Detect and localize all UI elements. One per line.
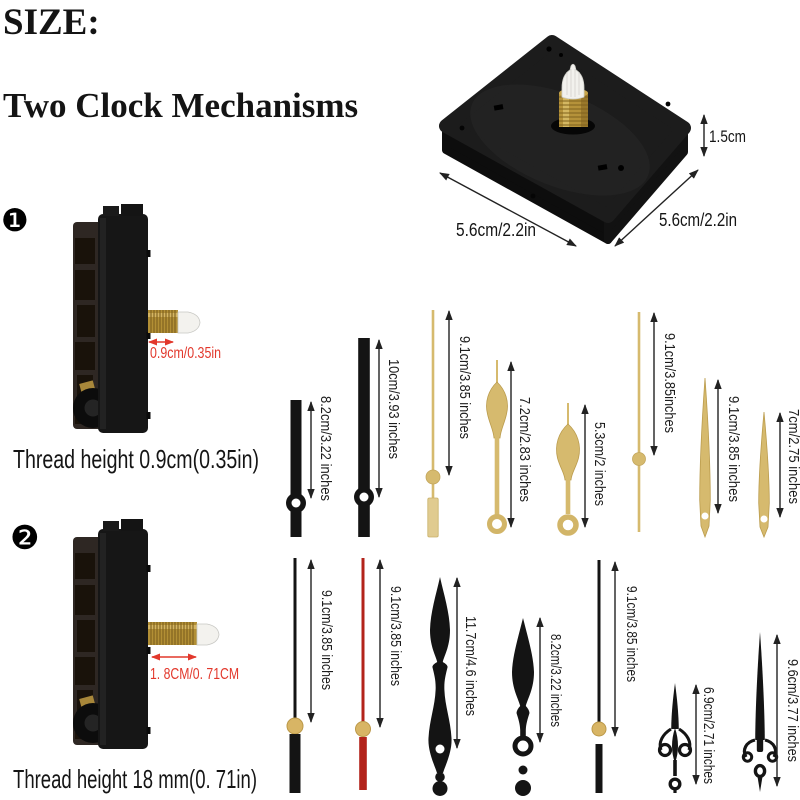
thread-dim-label-1: 0.9cm/0.35in (150, 345, 221, 362)
hand-top-5-gold-teardrop-hour: 5.3cm/2 inches (556, 403, 608, 536)
caption-mechanism-2: Thread height 18 mm(0. 71in) (13, 764, 257, 794)
dim-label: 9.1cm/3.85 inches (387, 586, 404, 686)
hand-bottom-5-black-second: 9.1cm/3.85 inches (591, 560, 640, 793)
hanger-wheel-hub (84, 714, 102, 732)
top-view-mechanism-photo: 1.5cm 5.6cm/2.2in 5.6cm/2.2in (439, 35, 746, 247)
subtitle: Two Clock Mechanisms (3, 86, 358, 125)
page-title: SIZE: (3, 2, 100, 43)
white-spindle (561, 63, 585, 100)
height-dim-label: 1.5cm (709, 127, 746, 146)
mechanism-2-side-view-photo: 1. 8CM/0. 71CM (73, 519, 239, 749)
brass-thread (148, 310, 178, 333)
white-spindle-tip (177, 311, 201, 334)
screw-dot (665, 101, 671, 107)
hand-bottom-1-black-second: 9.1cm/3.85 inches (286, 558, 335, 793)
edge-nubs (146, 565, 151, 734)
caption-mechanism-1: Thread height 0.9cm(0.35in) (13, 444, 259, 474)
hand-bottom-2-red-second: 9.1cm/3.85 inches (355, 558, 404, 790)
hand-top-4-gold-teardrop-minute: 7.2cm/2.83 inches (486, 360, 533, 534)
width-dim-arrow-right (614, 169, 699, 247)
dim-label: 11.7cm/4.6 inches (462, 616, 479, 716)
dim-label: 9.1cm/3.85 inches (623, 586, 640, 682)
width-dim-label-right: 5.6cm/2.2in (659, 210, 737, 230)
case-highlight (100, 218, 106, 429)
thread-dim-label-2: 1. 8CM/0. 71CM (150, 666, 239, 683)
screw-dot (530, 193, 536, 199)
hand-top-7-gold-tapered-minute: 9.1cm/3.85 inches (699, 377, 742, 539)
dim-label: 8.2cm/3.22 inches (317, 396, 334, 501)
front-case (98, 529, 148, 749)
top-tab (103, 521, 119, 531)
dim-label: 9.6cm/3.77 inches (784, 659, 800, 762)
hand-top-1-black-hour: 8.2cm/3.22 inches (286, 396, 334, 537)
screw-dot (459, 125, 465, 131)
hand-bottom-3-black-ornate-minute: 11.7cm/4.6 inches (428, 577, 479, 796)
badge-2: ❷ (10, 518, 40, 557)
dim-label: 10cm/3.93 inches (385, 359, 402, 459)
dim-label: 8.2cm/3.22 inches (547, 634, 564, 727)
top-tab (121, 519, 143, 531)
hand-top-2-black-minute: 10cm/3.93 inches (354, 338, 402, 537)
dim-label: 6.9cm/2.71 inches (700, 687, 717, 784)
mechanism-1-side-view-photo: 0.9cm/0.35in (73, 204, 221, 433)
front-case (98, 214, 148, 433)
case-slot (597, 164, 608, 171)
hanger-wheel-hub (84, 399, 102, 417)
top-tab (103, 206, 119, 216)
width-dim-label-left: 5.6cm/2.2in (456, 220, 536, 240)
hand-top-3-gold-second: 9.1cm/3.85 inches (425, 310, 473, 538)
case-hole (618, 165, 624, 171)
dim-label: 9.1cm/3.85inches (661, 333, 678, 433)
top-tab (121, 204, 143, 216)
hand-top-8-gold-tapered-hour: 7cm/2.75 inches (758, 409, 800, 539)
white-spindle-tip (196, 623, 220, 646)
brass-thread (148, 622, 197, 645)
case-hole (546, 46, 552, 52)
dim-label: 7cm/2.75 inches (785, 409, 800, 504)
case-hole (559, 53, 563, 57)
badge-1: ❶ (1, 203, 29, 239)
edge-nubs (146, 250, 151, 419)
case-highlight (100, 533, 106, 745)
dim-label: 9.1cm/3.85 inches (456, 336, 473, 439)
hand-bottom-7-black-sword-minute: 9.6cm/3.77 inches (741, 632, 800, 792)
hand-bottom-4-black-ornate-hour: 8.2cm/3.22 inches (512, 617, 564, 796)
width-dim-arrow-left (439, 172, 577, 247)
dim-label: 9.1cm/3.85 inches (318, 590, 335, 690)
case-slot (493, 104, 504, 111)
hand-top-6-gold-thin-second: 9.1cm/3.85inches (632, 312, 678, 532)
dim-label: 5.3cm/2 inches (591, 422, 608, 506)
dim-label: 9.1cm/3.85 inches (725, 396, 742, 502)
hand-bottom-6-black-fleur-hour: 6.9cm/2.71 inches (657, 683, 717, 793)
dim-label: 7.2cm/2.83 inches (516, 397, 533, 502)
